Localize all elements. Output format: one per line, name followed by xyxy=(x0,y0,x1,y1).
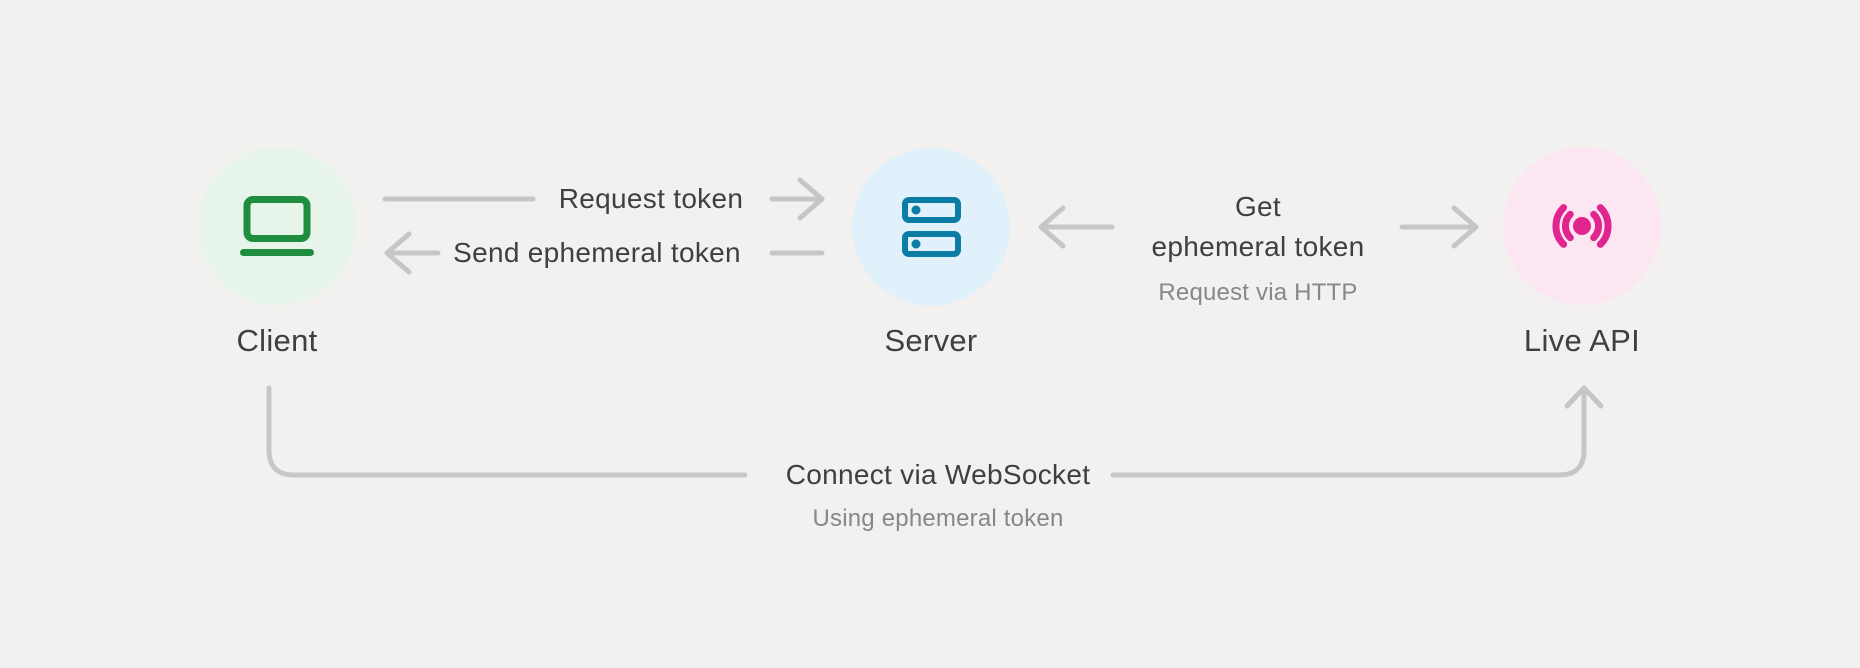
laptop-icon xyxy=(240,196,314,256)
arrow-connect-websocket xyxy=(266,385,1604,478)
arrow-send-ephemeral-token xyxy=(384,231,825,275)
arrow-request-token xyxy=(382,177,825,221)
edge-label-request-token: Request token xyxy=(558,183,744,214)
live-broadcast-icon xyxy=(1552,204,1612,248)
node-client xyxy=(198,147,356,305)
node-client-label: Client xyxy=(236,323,318,358)
arrow-get-ephemeral-token xyxy=(1038,205,1479,249)
edge-label-get-ephemeral-token: Get ephemeral token xyxy=(1151,187,1364,267)
edge-label-connect-websocket: Connect via WebSocket xyxy=(785,459,1091,490)
edge-label-send-ephemeral-token: Send ephemeral token xyxy=(453,237,741,268)
node-live-api-label: Live API xyxy=(1523,323,1641,358)
node-server xyxy=(852,148,1010,306)
edge-label-get-ephemeral-token-line1: Get xyxy=(1234,191,1282,222)
node-server-label: Server xyxy=(884,323,978,358)
server-stack-icon xyxy=(901,197,961,257)
edge-sublabel-using-ephemeral-token: Using ephemeral token xyxy=(812,505,1064,532)
node-live-api xyxy=(1503,147,1661,305)
edge-sublabel-request-via-http: Request via HTTP xyxy=(1158,279,1358,306)
edge-label-get-ephemeral-token-line2: ephemeral token xyxy=(1151,231,1365,262)
